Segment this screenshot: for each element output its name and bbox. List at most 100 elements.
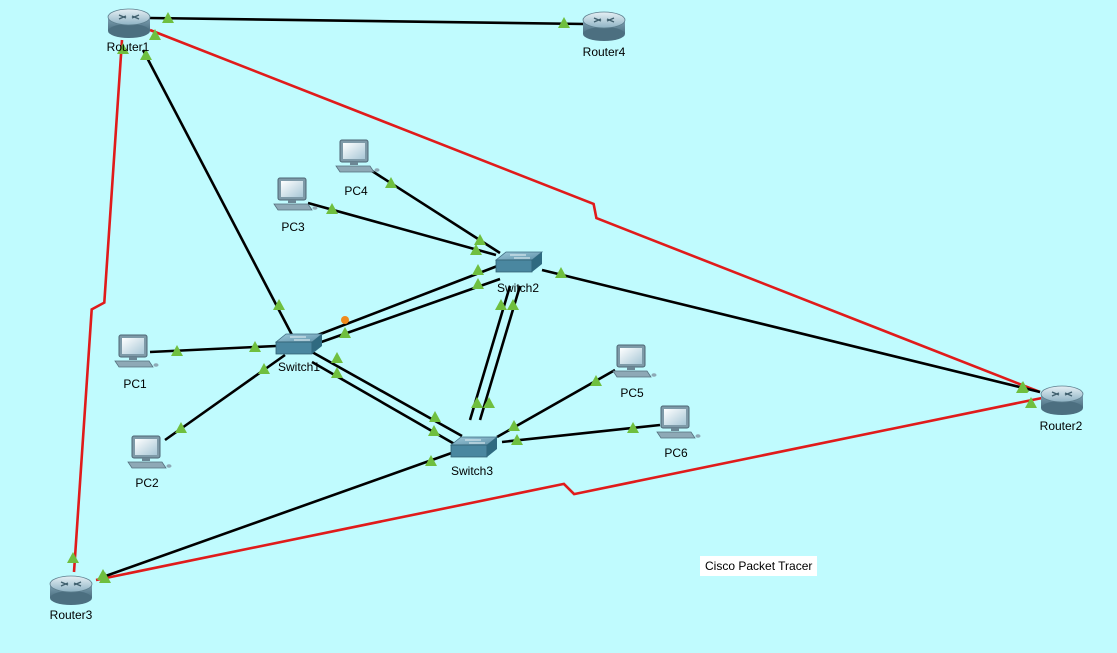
- pc2-pc-icon[interactable]: [127, 435, 172, 469]
- switch2-label: Switch2: [496, 281, 540, 295]
- pc1-keyboard: [114, 360, 154, 368]
- switch3-label: Switch3: [450, 464, 494, 478]
- switch3-switch-icon[interactable]: [449, 436, 499, 458]
- pc3-stand: [288, 200, 296, 203]
- link-router2-switch2-up-light: [555, 267, 567, 278]
- pc3-keyboard: [273, 203, 313, 211]
- pc6-label: PC6: [664, 446, 688, 460]
- router4-label: Router4: [582, 45, 626, 59]
- link-switch2-switch3-up-light: [471, 397, 483, 408]
- router2-label: Router2: [1039, 419, 1083, 433]
- pc6-screen: [664, 409, 686, 425]
- switch1-switch-arrows-icon: [290, 336, 310, 341]
- router2-router-arrows-icon: [1051, 391, 1073, 397]
- router3-label: Router3: [49, 608, 93, 622]
- pc5-pc-icon[interactable]: [612, 344, 657, 378]
- router2-router-top: [1040, 385, 1084, 403]
- router4-router-top: [582, 11, 626, 29]
- link-pc3-switch2-cable[interactable]: [307, 201, 497, 257]
- switch3-switch-front: [450, 444, 488, 458]
- link-pc5-switch3-up-light: [508, 420, 520, 431]
- link-router1-switch1-cable[interactable]: [141, 49, 294, 336]
- switch2-switch-icon[interactable]: [494, 251, 544, 273]
- router4-router-base: [583, 27, 625, 41]
- pc5-mouse-icon: [651, 373, 657, 377]
- pc4-pc-icon[interactable]: [335, 139, 380, 173]
- router1-router-arrows-icon: [118, 14, 140, 20]
- router2-router-icon[interactable]: [1040, 385, 1084, 415]
- link-lights-layer: [67, 12, 1037, 583]
- pc5-stand: [627, 367, 635, 370]
- link-switch1-switch2-up-light: [339, 327, 351, 338]
- link-switch1-switch3-cable[interactable]: [311, 350, 463, 438]
- link-router1-router4-up-light: [162, 12, 174, 23]
- devices-layer: [49, 8, 1084, 605]
- link-router1-router3-up-light: [67, 552, 79, 563]
- link-pc6-switch3-up-light: [627, 422, 639, 433]
- switch1-label: Switch1: [277, 360, 321, 374]
- link-switch1-switch3-up-light: [429, 411, 441, 422]
- link-pc2-switch1-up-light: [175, 422, 187, 433]
- link-switch2-switch3-up-light: [483, 397, 495, 408]
- router4-router-arrows-icon: [593, 17, 615, 23]
- pc5-label: PC5: [620, 386, 644, 400]
- link-router1-router3-serial-cable[interactable]: [72, 39, 124, 573]
- pc4-label: PC4: [344, 184, 368, 198]
- pc4-screen: [343, 143, 365, 159]
- link-pc4-switch2-up-light: [385, 177, 397, 188]
- link-router2-switch2-cable[interactable]: [541, 268, 1041, 394]
- link-switch1-switch2-up-light: [472, 264, 484, 275]
- pc3-pc-icon[interactable]: [273, 177, 318, 211]
- pc6-keyboard: [656, 431, 696, 439]
- link-pc2-switch1-up-light: [258, 363, 270, 374]
- link-switch1-switch2-up-light: [472, 278, 484, 289]
- link-router3-switch3-up-light: [425, 455, 437, 466]
- link-switch1-switch2-cable[interactable]: [309, 263, 501, 340]
- switch2-switch-arrows-icon: [510, 254, 530, 259]
- pc2-screen: [135, 439, 157, 455]
- link-router3-router2-serial-cable[interactable]: [95, 396, 1043, 582]
- pc2-mouse-icon: [166, 464, 172, 468]
- pc1-stand: [129, 357, 137, 360]
- links-layer: [72, 16, 1043, 582]
- router1-label: Router1: [106, 40, 150, 54]
- pc6-pc-icon[interactable]: [656, 405, 701, 439]
- pc3-label: PC3: [281, 220, 305, 234]
- pc6-stand: [671, 428, 679, 431]
- router1-router-base: [108, 24, 150, 38]
- switch1-switch-side: [312, 334, 322, 354]
- link-router1-router4-cable[interactable]: [149, 16, 586, 26]
- switch1-switch-icon[interactable]: [274, 333, 324, 355]
- pc5-keyboard: [612, 370, 652, 378]
- link-switch1-switch3-up-light: [331, 367, 343, 378]
- link-router1-router3-up-light: [117, 43, 129, 54]
- pc1-mouse-icon: [153, 363, 159, 367]
- link-pc6-switch3-cable[interactable]: [501, 423, 661, 444]
- link-switch2-switch3-up-light: [507, 299, 519, 310]
- router3-router-icon[interactable]: [49, 575, 93, 605]
- link-router3-router2-up-light: [1025, 397, 1037, 408]
- link-router3-switch3-cable[interactable]: [99, 448, 461, 580]
- pc3-mouse-icon: [312, 206, 318, 210]
- link-router1-switch1-up-light: [273, 299, 285, 310]
- link-pc3-switch2-up-light: [470, 244, 482, 255]
- router2-router-base: [1041, 401, 1083, 415]
- switch3-switch-arrows-icon: [465, 439, 485, 444]
- router4-router-icon[interactable]: [582, 11, 626, 41]
- link-pc1-switch1-up-light: [249, 341, 261, 352]
- link-pc6-switch3-up-light: [511, 434, 523, 445]
- link-switch1-switch3-up-light: [428, 425, 440, 436]
- link-router1-router4-up-light: [558, 17, 570, 28]
- pc1-label: PC1: [123, 377, 147, 391]
- link-router2-switch2-up-light: [1017, 381, 1029, 392]
- pc5-screen: [620, 348, 642, 364]
- link-router1-router2-serial-cable[interactable]: [149, 28, 1041, 394]
- link-switch1-switch2-cable[interactable]: [309, 277, 501, 348]
- switch3-switch-side: [487, 437, 497, 457]
- pc2-label: PC2: [135, 476, 159, 490]
- router1-router-icon[interactable]: [107, 8, 151, 38]
- link-switch1-switch2-blocking-light: [341, 316, 349, 324]
- pc1-pc-icon[interactable]: [114, 334, 159, 368]
- pc4-stand: [350, 162, 358, 165]
